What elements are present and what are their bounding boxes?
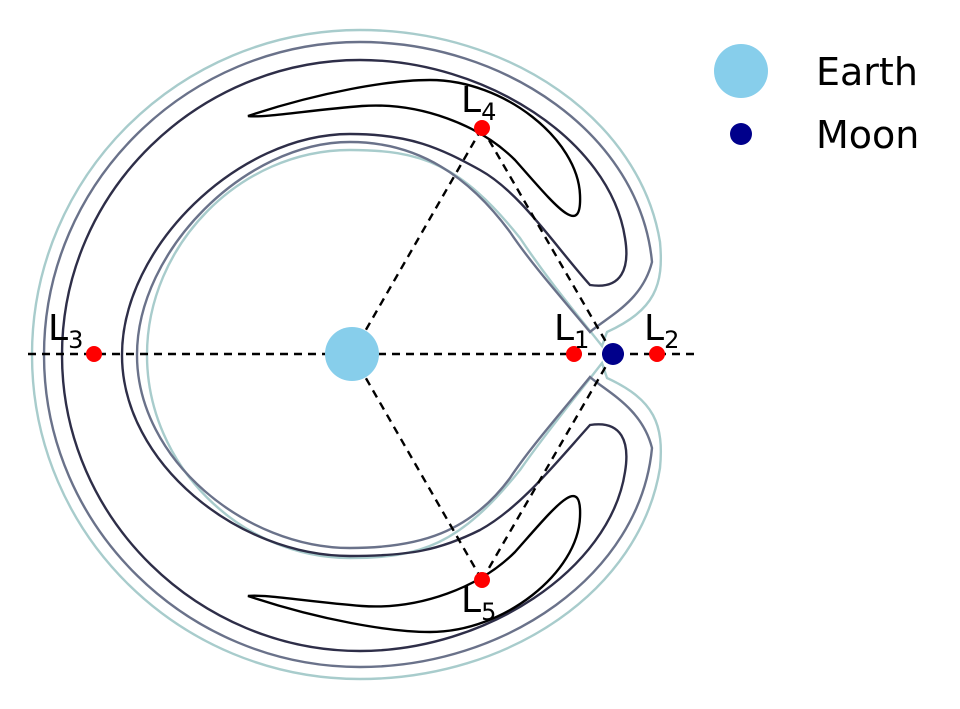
moon-legend-marker: [730, 123, 752, 145]
l3-point-marker: [86, 346, 102, 362]
earth-to-l5-line: [350, 353, 484, 581]
legend-item-moon: Moon: [730, 113, 919, 157]
earth-legend-marker: [714, 44, 768, 98]
l3-label: L3: [48, 308, 83, 354]
construction-lines: [28, 127, 694, 581]
tadpole-contour-l5: [247, 494, 582, 634]
legend-label-moon: Moon: [816, 113, 919, 157]
lagrange-points: [86, 120, 665, 588]
l1-label: L1: [554, 308, 589, 354]
lagrange-labels: L1 L2 L3 L4 L5: [48, 80, 679, 626]
earth-marker: [325, 327, 379, 381]
contour-level-4: [30, 28, 662, 681]
moon-marker: [602, 343, 624, 365]
zero-velocity-contours: [30, 28, 662, 681]
legend-item-earth: Earth: [714, 44, 918, 98]
l4-to-moon-line: [480, 127, 615, 355]
l2-label: L2: [644, 308, 679, 354]
contour-level-3: [42, 40, 654, 669]
l4-point-marker: [474, 120, 490, 136]
tadpole-contour-l4: [247, 78, 582, 218]
l5-label: L5: [461, 580, 496, 626]
l4-label: L4: [461, 80, 496, 126]
earth-to-l4-line: [350, 127, 484, 355]
l1-point-marker: [566, 346, 582, 362]
contour-level-2: [60, 58, 628, 653]
legend-label-earth: Earth: [816, 50, 918, 94]
l2-point-marker: [649, 346, 665, 362]
l5-point-marker: [474, 572, 490, 588]
legend: Earth Moon: [714, 44, 919, 157]
l5-to-moon-line: [480, 353, 615, 581]
